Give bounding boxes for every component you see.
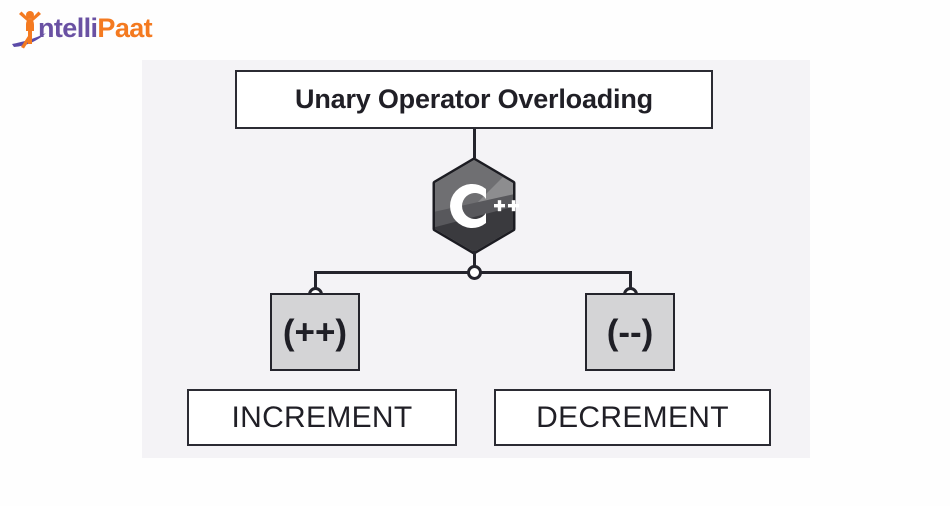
brand-wordmark: ntelliPaat	[38, 13, 153, 43]
operator-box-increment: (++)	[270, 293, 360, 371]
operator-symbol-increment: (++)	[282, 312, 348, 352]
term-box-increment: INCREMENT	[187, 389, 457, 446]
connector-logo-to-hub	[473, 251, 476, 273]
person-raising-arms-icon	[8, 6, 54, 52]
cpp-hexagon-logo-icon	[424, 156, 524, 256]
diagram-title-box: Unary Operator Overloading	[235, 70, 713, 129]
connector-left-drop	[314, 271, 317, 295]
brand-word-primary: ntelli	[38, 13, 98, 43]
operator-box-decrement: (--)	[585, 293, 675, 371]
term-label-decrement: DECREMENT	[536, 400, 729, 434]
junction-node-center	[467, 265, 482, 280]
brand-word-secondary: Paat	[97, 13, 153, 43]
term-label-increment: INCREMENT	[231, 400, 413, 434]
diagram-title-label: Unary Operator Overloading	[295, 84, 653, 114]
term-box-decrement: DECREMENT	[494, 389, 771, 446]
operator-symbol-decrement: (--)	[606, 312, 654, 352]
connector-right-drop	[629, 271, 632, 295]
brand-logo: ntelliPaat	[8, 6, 158, 52]
connector-title-to-logo	[473, 129, 476, 158]
diagram-panel: Unary Operator Overloading	[142, 60, 810, 458]
